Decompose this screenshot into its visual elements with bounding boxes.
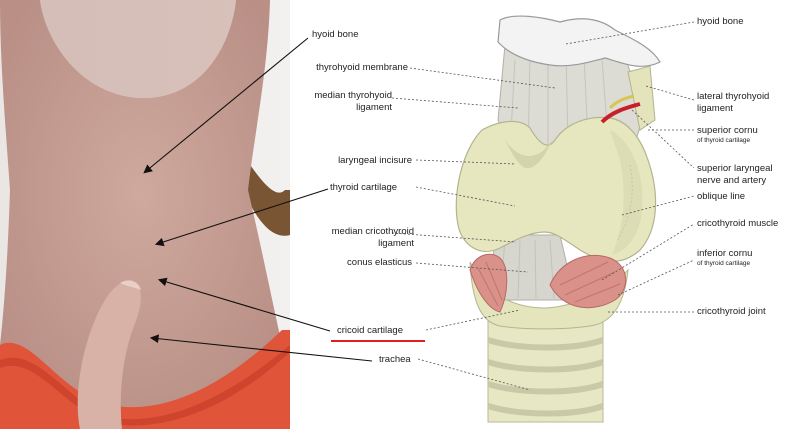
label-cricothyroid-muscle: cricothyroid muscle xyxy=(697,218,778,230)
label-median-cricothyroid-ligament: median cricothyroid ligament xyxy=(332,226,414,250)
label-hyoid-bone-photo: hyoid bone xyxy=(312,29,358,41)
label-superior-cornu: superior cornu of thyroid cartilage xyxy=(697,125,758,145)
label-laryngeal-incisure: laryngeal incisure xyxy=(338,155,412,167)
label-oblique-line: oblique line xyxy=(697,191,745,203)
label-median-thyrohyoid-line1: median thyrohyoid xyxy=(314,90,392,101)
label-conus-elasticus: conus elasticus xyxy=(347,257,412,269)
label-lateral-thyrohyoid-line1: lateral thyrohyoid xyxy=(697,91,769,102)
label-cricoid-cartilage: cricoid cartilage xyxy=(337,325,403,337)
label-cricothyroid-joint: cricothyroid joint xyxy=(697,306,766,318)
label-trachea: trachea xyxy=(379,354,411,366)
label-median-thyrohyoid-ligament: median thyrohyoid ligament xyxy=(314,90,392,114)
label-superior-laryngeal-line2: nerve and artery xyxy=(697,175,766,186)
label-thyroid-cartilage-photo: thyroid cartilage xyxy=(330,182,397,194)
label-inferior-cornu-sub: of thyroid cartilage xyxy=(697,260,752,268)
label-superior-laryngeal: superior laryngeal nerve and artery xyxy=(697,163,773,187)
label-inferior-cornu-main: inferior cornu xyxy=(697,248,752,259)
label-median-cricothyroid-line1: median cricothyroid xyxy=(332,226,414,237)
cricothyroid-muscle-left xyxy=(470,254,507,312)
label-thyrohyoid-membrane: thyrohyoid membrane xyxy=(316,62,408,74)
label-lateral-thyrohyoid-ligament: lateral thyrohyoid ligament xyxy=(697,91,769,115)
label-superior-laryngeal-line1: superior laryngeal xyxy=(697,163,773,174)
label-superior-cornu-sub: of thyroid cartilage xyxy=(697,137,758,145)
label-lateral-thyrohyoid-line2: ligament xyxy=(697,103,733,114)
label-median-thyrohyoid-line2: ligament xyxy=(356,102,392,113)
label-hyoid-bone-diagram: hyoid bone xyxy=(697,16,743,28)
photo-arrows xyxy=(145,38,372,361)
trachea-rings xyxy=(488,318,603,422)
label-median-cricothyroid-line2: ligament xyxy=(378,238,414,249)
label-inferior-cornu: inferior cornu of thyroid cartilage xyxy=(697,248,752,268)
label-superior-cornu-main: superior cornu xyxy=(697,125,758,136)
cricoid-highlight-underline xyxy=(331,340,425,342)
